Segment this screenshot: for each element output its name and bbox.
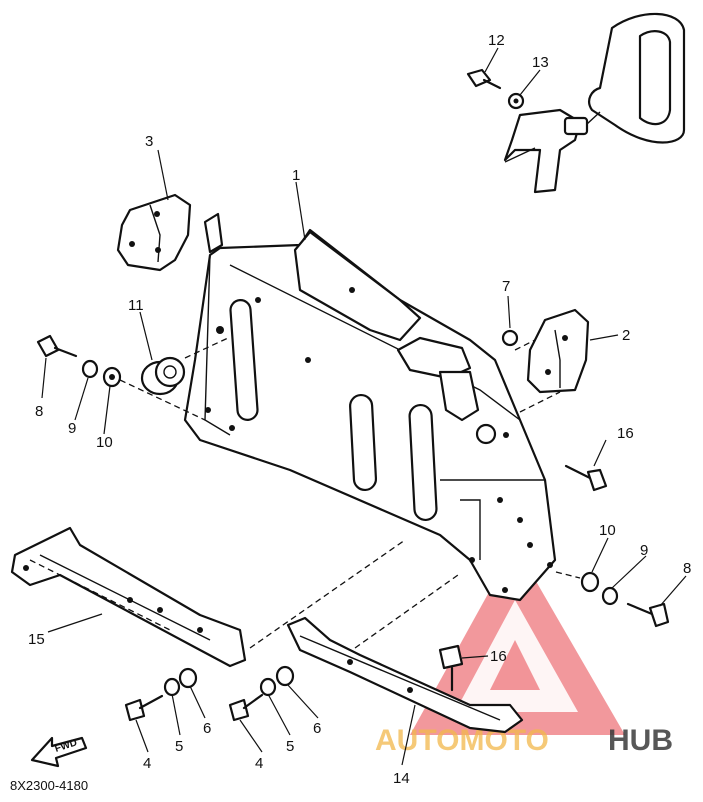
grab-handle-assembly	[466, 12, 686, 194]
watermark-text-auto: AUTOMOTO	[375, 724, 549, 757]
watermark-triangle-mark	[490, 640, 540, 690]
callout-3: 3	[145, 133, 153, 150]
callout-15: 15	[28, 631, 45, 648]
callout-16-upper: 16	[617, 425, 634, 442]
callout-12: 12	[488, 32, 505, 49]
bracket-part-3	[116, 193, 192, 272]
callout-9-left: 9	[68, 420, 76, 437]
rail-part-14	[286, 616, 524, 734]
callout-1: 1	[292, 167, 300, 184]
callout-16-lower: 16	[490, 648, 507, 665]
callout-labels: 1 2 3 4 4 5 5 6 6 7 8 8 9 9 10 10 11 12 …	[28, 32, 691, 787]
watermark-logo: AUTOMOTO HUB	[375, 545, 673, 757]
callout-5-left: 5	[175, 738, 183, 755]
forward-arrow: FWD	[30, 736, 88, 768]
bolt-set-left	[36, 334, 122, 388]
callout-10-right: 10	[599, 522, 616, 539]
bolt-part-16	[438, 464, 608, 692]
callout-9-right: 9	[640, 542, 648, 559]
rubber-mount-part-11	[140, 356, 186, 396]
rail-part-15	[10, 526, 247, 668]
bolt-set-lower	[124, 665, 295, 722]
callout-6-right: 6	[313, 720, 321, 737]
callout-4-left: 4	[143, 755, 151, 772]
callout-4-right: 4	[255, 755, 263, 772]
main-frame-part-1	[183, 212, 557, 602]
callout-7: 7	[502, 278, 510, 295]
bolt-set-right	[580, 571, 670, 628]
leader-lines	[41, 47, 687, 766]
bracket-part-2	[501, 308, 590, 394]
callout-8-right: 8	[683, 560, 691, 577]
callout-5-right: 5	[286, 738, 294, 755]
callout-13: 13	[532, 54, 549, 71]
callout-14: 14	[393, 770, 410, 787]
alignment-lines	[29, 337, 581, 649]
callout-10-left: 10	[96, 434, 113, 451]
callout-2: 2	[622, 327, 630, 344]
watermark-text-hub: HUB	[608, 724, 673, 757]
drawing-code: 8X2300-4180	[10, 778, 88, 793]
callout-11: 11	[128, 297, 144, 314]
callout-8-left: 8	[35, 403, 43, 420]
callout-6-left: 6	[203, 720, 211, 737]
